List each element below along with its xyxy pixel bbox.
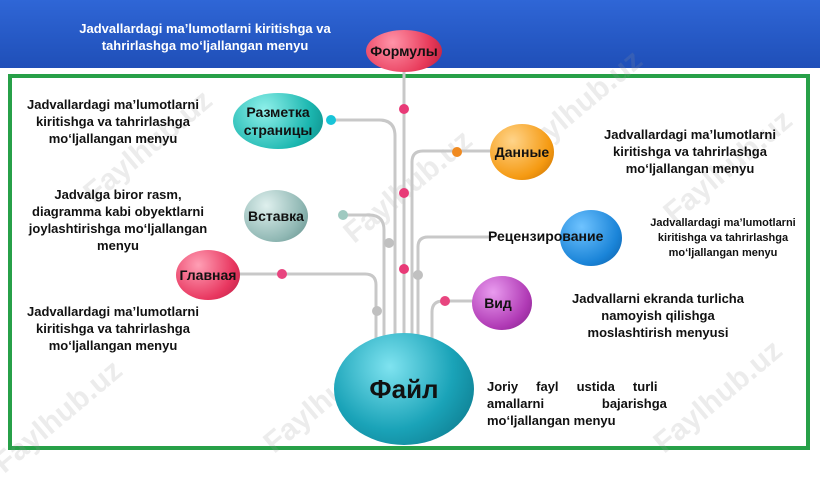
connector-dot xyxy=(413,270,423,280)
node-page-layout-label: Разметка страницы xyxy=(243,104,313,138)
connector-dot xyxy=(452,147,462,157)
desc-file-line3: mo‘ljallangan menyu xyxy=(487,413,616,428)
connector-dot xyxy=(399,104,409,114)
node-review-label: Рецензирование xyxy=(488,228,604,244)
connector-layout xyxy=(328,118,397,342)
node-data: Данные xyxy=(490,124,554,180)
connector-dot xyxy=(338,210,348,220)
connector-dot xyxy=(384,238,394,248)
desc-page-layout: Jadvallardagi ma’lumotlarni kiritishga v… xyxy=(27,97,199,146)
connector-data xyxy=(410,149,492,342)
connector-review xyxy=(416,235,494,342)
connector-dot xyxy=(326,115,336,125)
connector-home xyxy=(238,272,378,342)
connector-insert xyxy=(338,213,386,342)
node-view: Вид xyxy=(472,276,532,330)
desc-review: Jadvallardagi ma’lumotlarni kiritishga v… xyxy=(650,217,796,259)
connector-dot xyxy=(399,188,409,198)
desc-home: Jadvallardagi ma’lumotlarni kiritishga v… xyxy=(27,304,199,353)
node-home: Главная xyxy=(176,250,240,300)
node-formulas-label: Формулы xyxy=(370,43,438,59)
connector-dot xyxy=(277,269,287,279)
header-description: Jadvallardagi ma’lumotlarni kiritishga v… xyxy=(79,21,331,53)
diagram-frame xyxy=(8,74,810,450)
node-data-label: Данные xyxy=(494,144,550,160)
desc-view: Jadvallarni ekranda turlicha namoyish qi… xyxy=(572,291,744,340)
node-file-label: Файл xyxy=(369,373,439,404)
node-page-layout: Разметка страницы xyxy=(233,93,323,149)
node-insert-label: Вставка xyxy=(248,208,304,224)
desc-insert: Jadvalga biror rasm, diagramma kabi obye… xyxy=(28,187,208,253)
desc-file-line1: Joriy fayl ustida turli xyxy=(487,379,658,394)
desc-file-line2: amallarni bajarishga xyxy=(487,396,667,411)
connector-dot xyxy=(440,296,450,306)
node-insert: Вставка xyxy=(244,190,308,242)
connector-view xyxy=(430,299,480,342)
connector-lines xyxy=(238,60,494,342)
node-home-label: Главная xyxy=(179,267,237,283)
desc-data: Jadvallardagi ma’lumotlarni kiritishga v… xyxy=(604,127,776,176)
node-view-label: Вид xyxy=(484,295,512,311)
desc-file: Joriy fayl ustida turli amallarni bajari… xyxy=(487,378,693,429)
node-file: Файл xyxy=(334,333,474,445)
node-formulas: Формулы xyxy=(366,30,442,72)
connector-dot xyxy=(399,264,409,274)
connector-dot xyxy=(372,306,382,316)
node-review xyxy=(560,210,622,266)
